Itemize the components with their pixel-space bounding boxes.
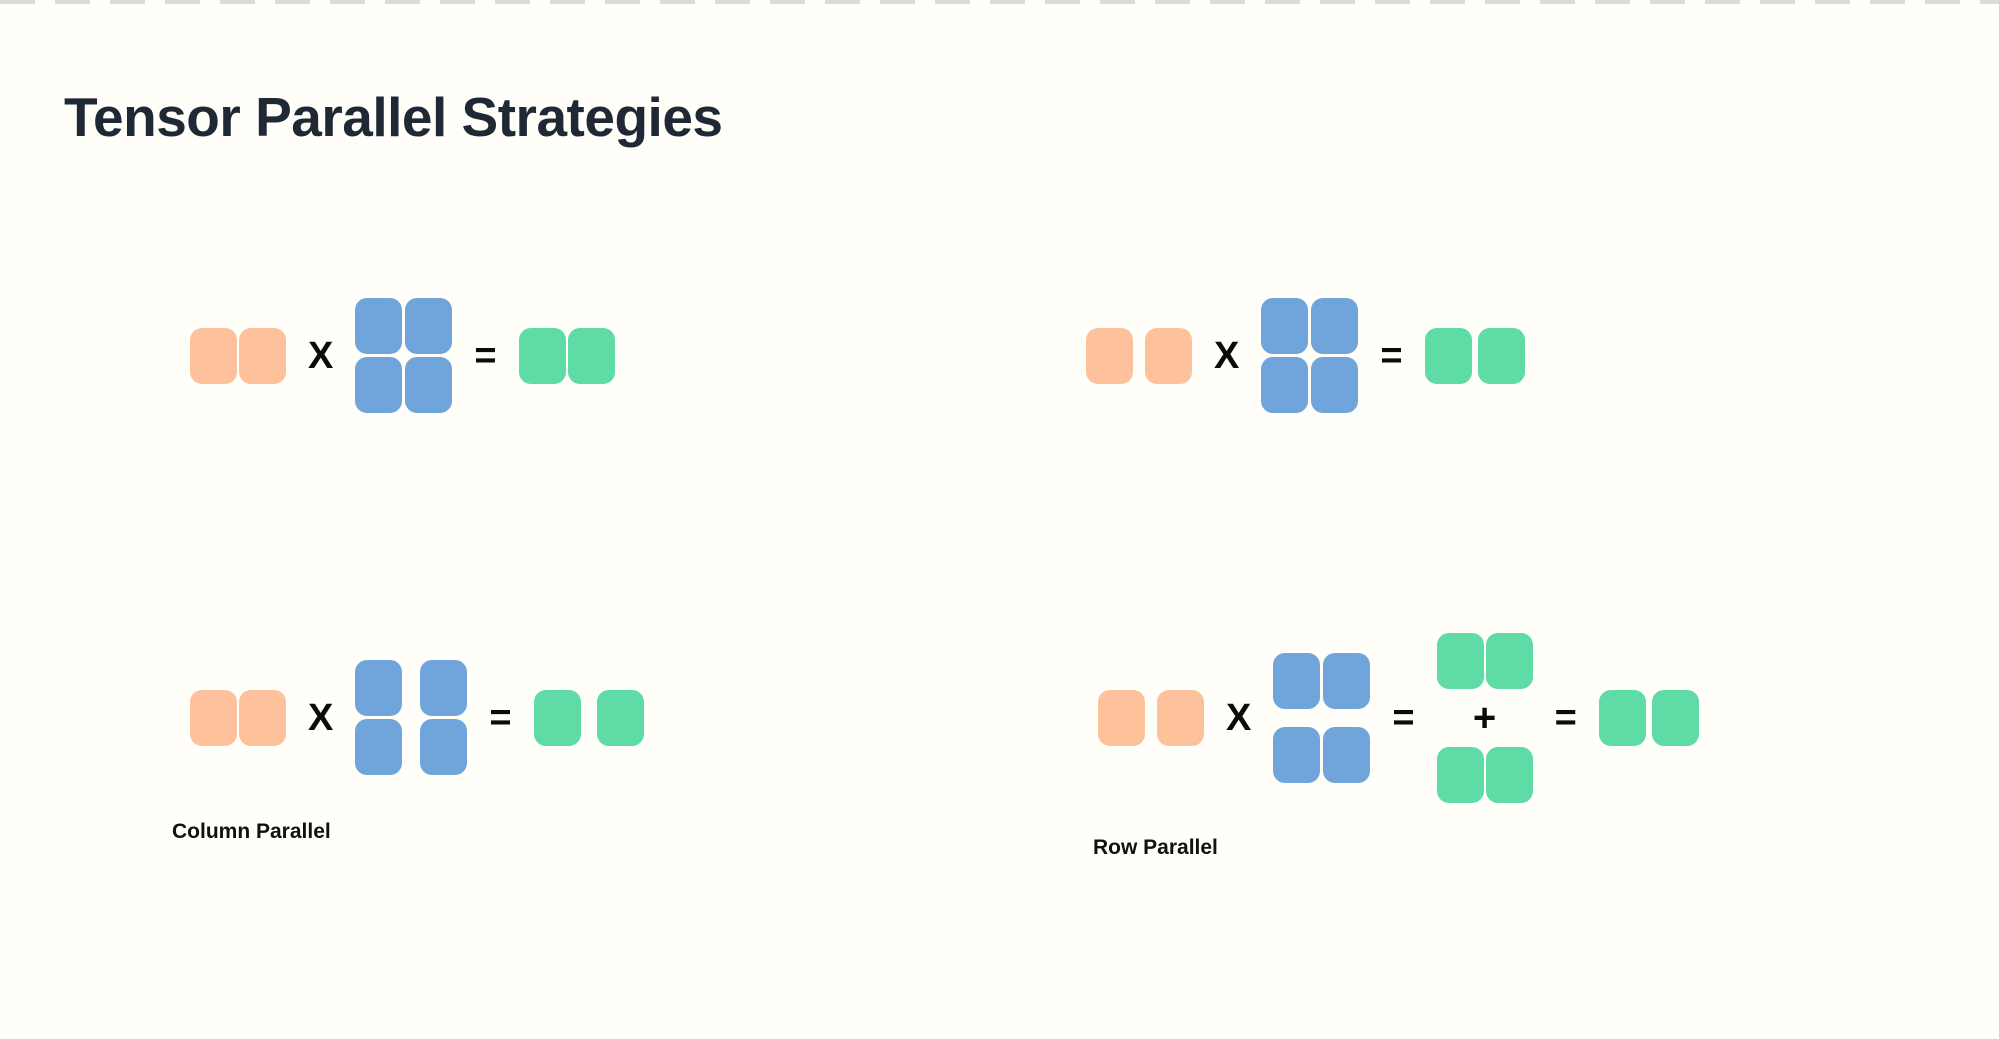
output-vector xyxy=(518,327,615,384)
matrix-cell xyxy=(355,357,403,413)
equation-row-parallel: X = + = xyxy=(1098,624,1699,811)
partial-outputs-stack: + xyxy=(1436,632,1533,803)
multiply-operator: X xyxy=(1226,696,1252,739)
equation-full-matmul-right: X = xyxy=(1086,298,1525,413)
label-row-parallel: Row Parallel xyxy=(1093,836,1218,859)
input-cell xyxy=(239,327,286,384)
output-cell xyxy=(1436,632,1484,689)
output-vector xyxy=(1598,689,1699,746)
output-cell xyxy=(567,327,615,384)
output-cell xyxy=(1436,746,1484,803)
equals-operator: = xyxy=(474,334,497,377)
output-cell xyxy=(1477,327,1525,384)
output-cell xyxy=(1598,689,1646,746)
output-cell xyxy=(596,689,644,746)
matrix-cell xyxy=(420,660,468,716)
matrix-cell xyxy=(1311,357,1359,413)
equation-column-parallel: X = xyxy=(190,660,644,775)
output-cell xyxy=(1485,632,1533,689)
input-cell xyxy=(239,689,286,746)
output-cell xyxy=(1485,746,1533,803)
weight-matrix-column-split xyxy=(355,660,468,775)
multiply-operator: X xyxy=(1214,334,1240,377)
weight-matrix-row-split xyxy=(1273,652,1371,783)
matrix-cell xyxy=(1273,726,1321,783)
input-vector xyxy=(190,689,286,746)
output-cell xyxy=(1651,689,1699,746)
matrix-cell xyxy=(405,298,453,354)
output-cell xyxy=(518,327,566,384)
matrix-cell xyxy=(1311,298,1359,354)
equals-operator: = xyxy=(1380,334,1403,377)
matrix-cell xyxy=(355,719,403,775)
multiply-operator: X xyxy=(308,334,334,377)
input-cell xyxy=(1098,689,1145,746)
input-cell xyxy=(1086,327,1133,384)
input-vector xyxy=(190,327,286,384)
input-cell xyxy=(190,327,237,384)
matrix-cell xyxy=(1273,652,1321,709)
matrix-cell xyxy=(1323,726,1371,783)
weight-matrix xyxy=(1261,298,1359,413)
output-cell xyxy=(533,689,581,746)
partial-output-top xyxy=(1436,632,1533,689)
output-cell xyxy=(1424,327,1472,384)
label-column-parallel: Column Parallel xyxy=(172,820,331,843)
partial-output-bottom xyxy=(1436,746,1533,803)
weight-matrix xyxy=(355,298,453,413)
matrix-cell xyxy=(355,660,403,716)
matrix-cell xyxy=(1323,652,1371,709)
matrix-cell xyxy=(1261,298,1309,354)
output-vector xyxy=(1424,327,1525,384)
equals-operator: = xyxy=(489,696,512,739)
input-cell xyxy=(1145,327,1192,384)
matrix-cell xyxy=(405,357,453,413)
input-cell xyxy=(190,689,237,746)
input-cell xyxy=(1157,689,1204,746)
equals-operator: = xyxy=(1554,696,1577,739)
equals-operator: = xyxy=(1392,696,1415,739)
output-vector-split xyxy=(533,689,644,746)
input-vector xyxy=(1086,327,1192,384)
page-title: Tensor Parallel Strategies xyxy=(64,85,723,148)
plus-operator: + xyxy=(1472,695,1497,740)
matrix-cell xyxy=(420,719,468,775)
matrix-cell xyxy=(1261,357,1309,413)
equation-full-matmul-left: X = xyxy=(190,298,615,413)
multiply-operator: X xyxy=(308,696,334,739)
matrix-cell xyxy=(355,298,403,354)
top-edge-dash-strip xyxy=(0,0,1999,4)
input-vector xyxy=(1098,689,1204,746)
